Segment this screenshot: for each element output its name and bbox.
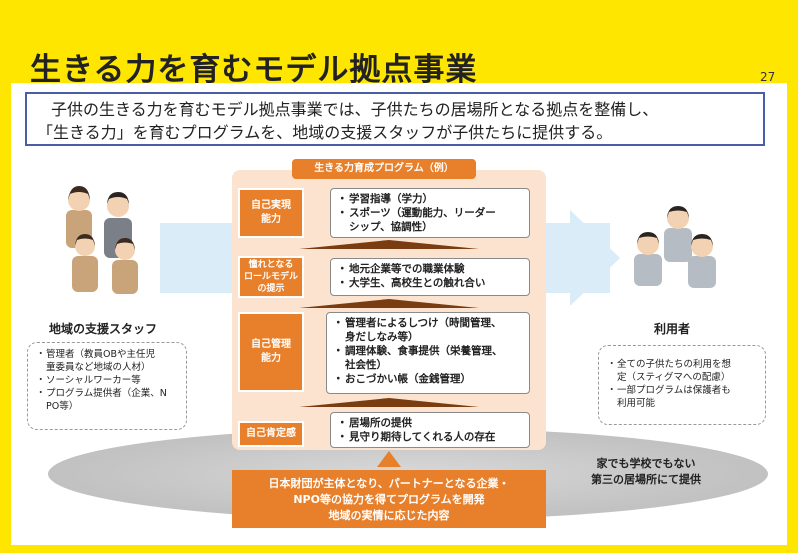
bullet: ・	[36, 349, 46, 360]
bullet: ・	[337, 277, 348, 289]
users-group-illustration	[634, 206, 716, 288]
row-label-self-realization: 自己実現能力	[238, 188, 304, 238]
third-place-text: 家でも学校でもない 第三の居場所にて提供	[566, 456, 726, 488]
third-place-line: 家でも学校でもない	[596, 457, 696, 470]
item-text: スポーツ（運動能力、リーダー	[349, 207, 496, 219]
row-list-role-model: ・地元企業等での職業体験 ・大学生、高校生との触れ合い	[330, 258, 530, 296]
list-item: ・大学生、高校生との触れ合い	[337, 276, 523, 290]
row-divider	[299, 299, 479, 308]
list-item: ・スポーツ（運動能力、リーダー	[337, 206, 523, 220]
foundation-box: 日本財団が主体となり、パートナーとなる企業・ NPO等の協力を得てプログラムを開…	[232, 470, 546, 528]
bullet: ・	[36, 388, 46, 399]
item-text-cont: PO等）	[46, 401, 79, 412]
list-item: ・調理体験、食事提供（栄養管理、	[333, 344, 523, 358]
item-text: 管理者（教員OBや主任児	[46, 349, 155, 360]
users-note-box: ・全ての子供たちの利用を想 定（スティグマへの配慮） ・一部プログラムは保護者も…	[598, 345, 766, 425]
foundation-line: 日本財団が主体となり、パートナーとなる企業・	[268, 477, 510, 490]
list-item: ・一部プログラムは保護者も	[607, 384, 757, 397]
summary-line-2: 「生きる力」を育むプログラムを、地域の支援スタッフが子供たちに提供する。	[37, 123, 613, 142]
page-title: 生きる力を育むモデル拠点事業	[30, 52, 478, 88]
list-item: ・居場所の提供	[337, 416, 523, 430]
user-person-icon	[664, 206, 692, 262]
list-item: ・おこづかい帳（金銭管理）	[333, 372, 523, 386]
flow-arrow-head	[570, 210, 620, 306]
bullet: ・	[337, 417, 348, 429]
item-text: 管理者によるしつけ（時間管理、	[345, 317, 502, 329]
staff-note-box: ・管理者（教員OBや主任児 童委員など地域の人材） ・ソーシャルワーカー等 ・プ…	[27, 342, 187, 430]
bullet: ・	[333, 345, 344, 357]
user-person-icon	[688, 234, 716, 288]
summary-box: 子供の生きる力を育むモデル拠点事業では、子供たちの居場所となる拠点を整備し、 「…	[25, 92, 765, 146]
item-text: おこづかい帳（金銭管理）	[345, 373, 471, 385]
bullet: ・	[333, 317, 344, 329]
item-text: 地元企業等での職業体験	[349, 263, 465, 275]
item-text: 調理体験、食事提供（栄養管理、	[345, 345, 503, 357]
item-text: 全ての子供たちの利用を想	[617, 359, 732, 370]
item-text-cont: 定（スティグマへの配慮）	[617, 372, 731, 383]
users-title: 利用者	[654, 322, 691, 336]
row-label-role-model: 憧れとなるロールモデルの提示	[238, 256, 304, 298]
summary-line-1: 子供の生きる力を育むモデル拠点事業では、子供たちの居場所となる拠点を整備し、	[51, 100, 659, 119]
bullet: ・	[337, 207, 348, 219]
item-text: 大学生、高校生との触れ合い	[349, 277, 486, 289]
label-line: 能力	[261, 214, 281, 225]
label-line: ロールモデル	[243, 272, 298, 282]
row-label-self-management: 自己管理能力	[238, 312, 304, 392]
foundation-arrow	[377, 451, 401, 467]
bullet: ・	[607, 385, 617, 396]
label-line: 自己管理	[251, 339, 291, 350]
staff-title: 地域の支援スタッフ	[49, 322, 158, 336]
list-item: ・管理者（教員OBや主任児	[36, 348, 178, 361]
row-divider	[299, 240, 479, 249]
item-text-cont: 社会性）	[345, 359, 387, 371]
list-item: ・見守り期待してくれる人の存在	[337, 430, 523, 444]
label-line: の提示	[257, 284, 285, 294]
row-list-self-esteem: ・居場所の提供 ・見守り期待してくれる人の存在	[330, 412, 530, 448]
label-line: 能力	[261, 353, 281, 364]
item-text: 見守り期待してくれる人の存在	[349, 431, 496, 443]
item-text: 居場所の提供	[349, 417, 412, 429]
list-item: ・ソーシャルワーカー等	[36, 374, 178, 387]
item-text-cont: シップ、協調性）	[349, 221, 433, 233]
program-header: 生きる力育成プログラム（例）	[292, 159, 476, 179]
row-label-self-esteem: 自己肯定感	[238, 421, 304, 447]
item-text: 学習指導（学力）	[349, 193, 433, 205]
bullet: ・	[337, 263, 348, 275]
bullet: ・	[333, 373, 344, 385]
list-item: ・全ての子供たちの利用を想	[607, 358, 757, 371]
row-list-self-realization: ・学習指導（学力） ・スポーツ（運動能力、リーダー シップ、協調性）	[330, 188, 530, 238]
item-text-cont: 童委員など地域の人材）	[46, 362, 151, 373]
item-text-cont: 利用可能	[617, 398, 656, 409]
bullet: ・	[36, 375, 46, 386]
bullet: ・	[337, 431, 348, 443]
third-place-line: 第三の居場所にて提供	[591, 473, 701, 486]
label-line: 憧れとなる	[248, 260, 294, 270]
staff-person-icon	[112, 238, 138, 294]
foundation-line: 地域の実情に応じた内容	[328, 509, 450, 522]
item-text: プログラム提供者（企業、N	[46, 388, 167, 399]
bullet: ・	[607, 359, 617, 370]
foundation-line: NPO等の協力を得てプログラムを開発	[293, 493, 485, 506]
staff-group-illustration	[66, 186, 138, 294]
item-text: ソーシャルワーカー等	[46, 375, 141, 386]
list-item: ・管理者によるしつけ（時間管理、	[333, 316, 523, 330]
label-line: 自己実現	[251, 200, 291, 211]
item-text: 一部プログラムは保護者も	[617, 385, 731, 396]
label-line: 自己肯定感	[246, 428, 296, 439]
list-item: ・地元企業等での職業体験	[337, 262, 523, 276]
staff-person-icon	[72, 234, 98, 292]
row-divider	[299, 398, 479, 407]
user-person-icon	[634, 232, 662, 286]
item-text-cont: 身だしなみ等）	[345, 331, 419, 343]
list-item: ・プログラム提供者（企業、N	[36, 387, 178, 400]
list-item: ・学習指導（学力）	[337, 192, 523, 206]
page-number: 27	[760, 70, 776, 84]
row-list-self-management: ・管理者によるしつけ（時間管理、 身だしなみ等） ・調理体験、食事提供（栄養管理…	[326, 312, 530, 394]
bullet: ・	[337, 193, 348, 205]
